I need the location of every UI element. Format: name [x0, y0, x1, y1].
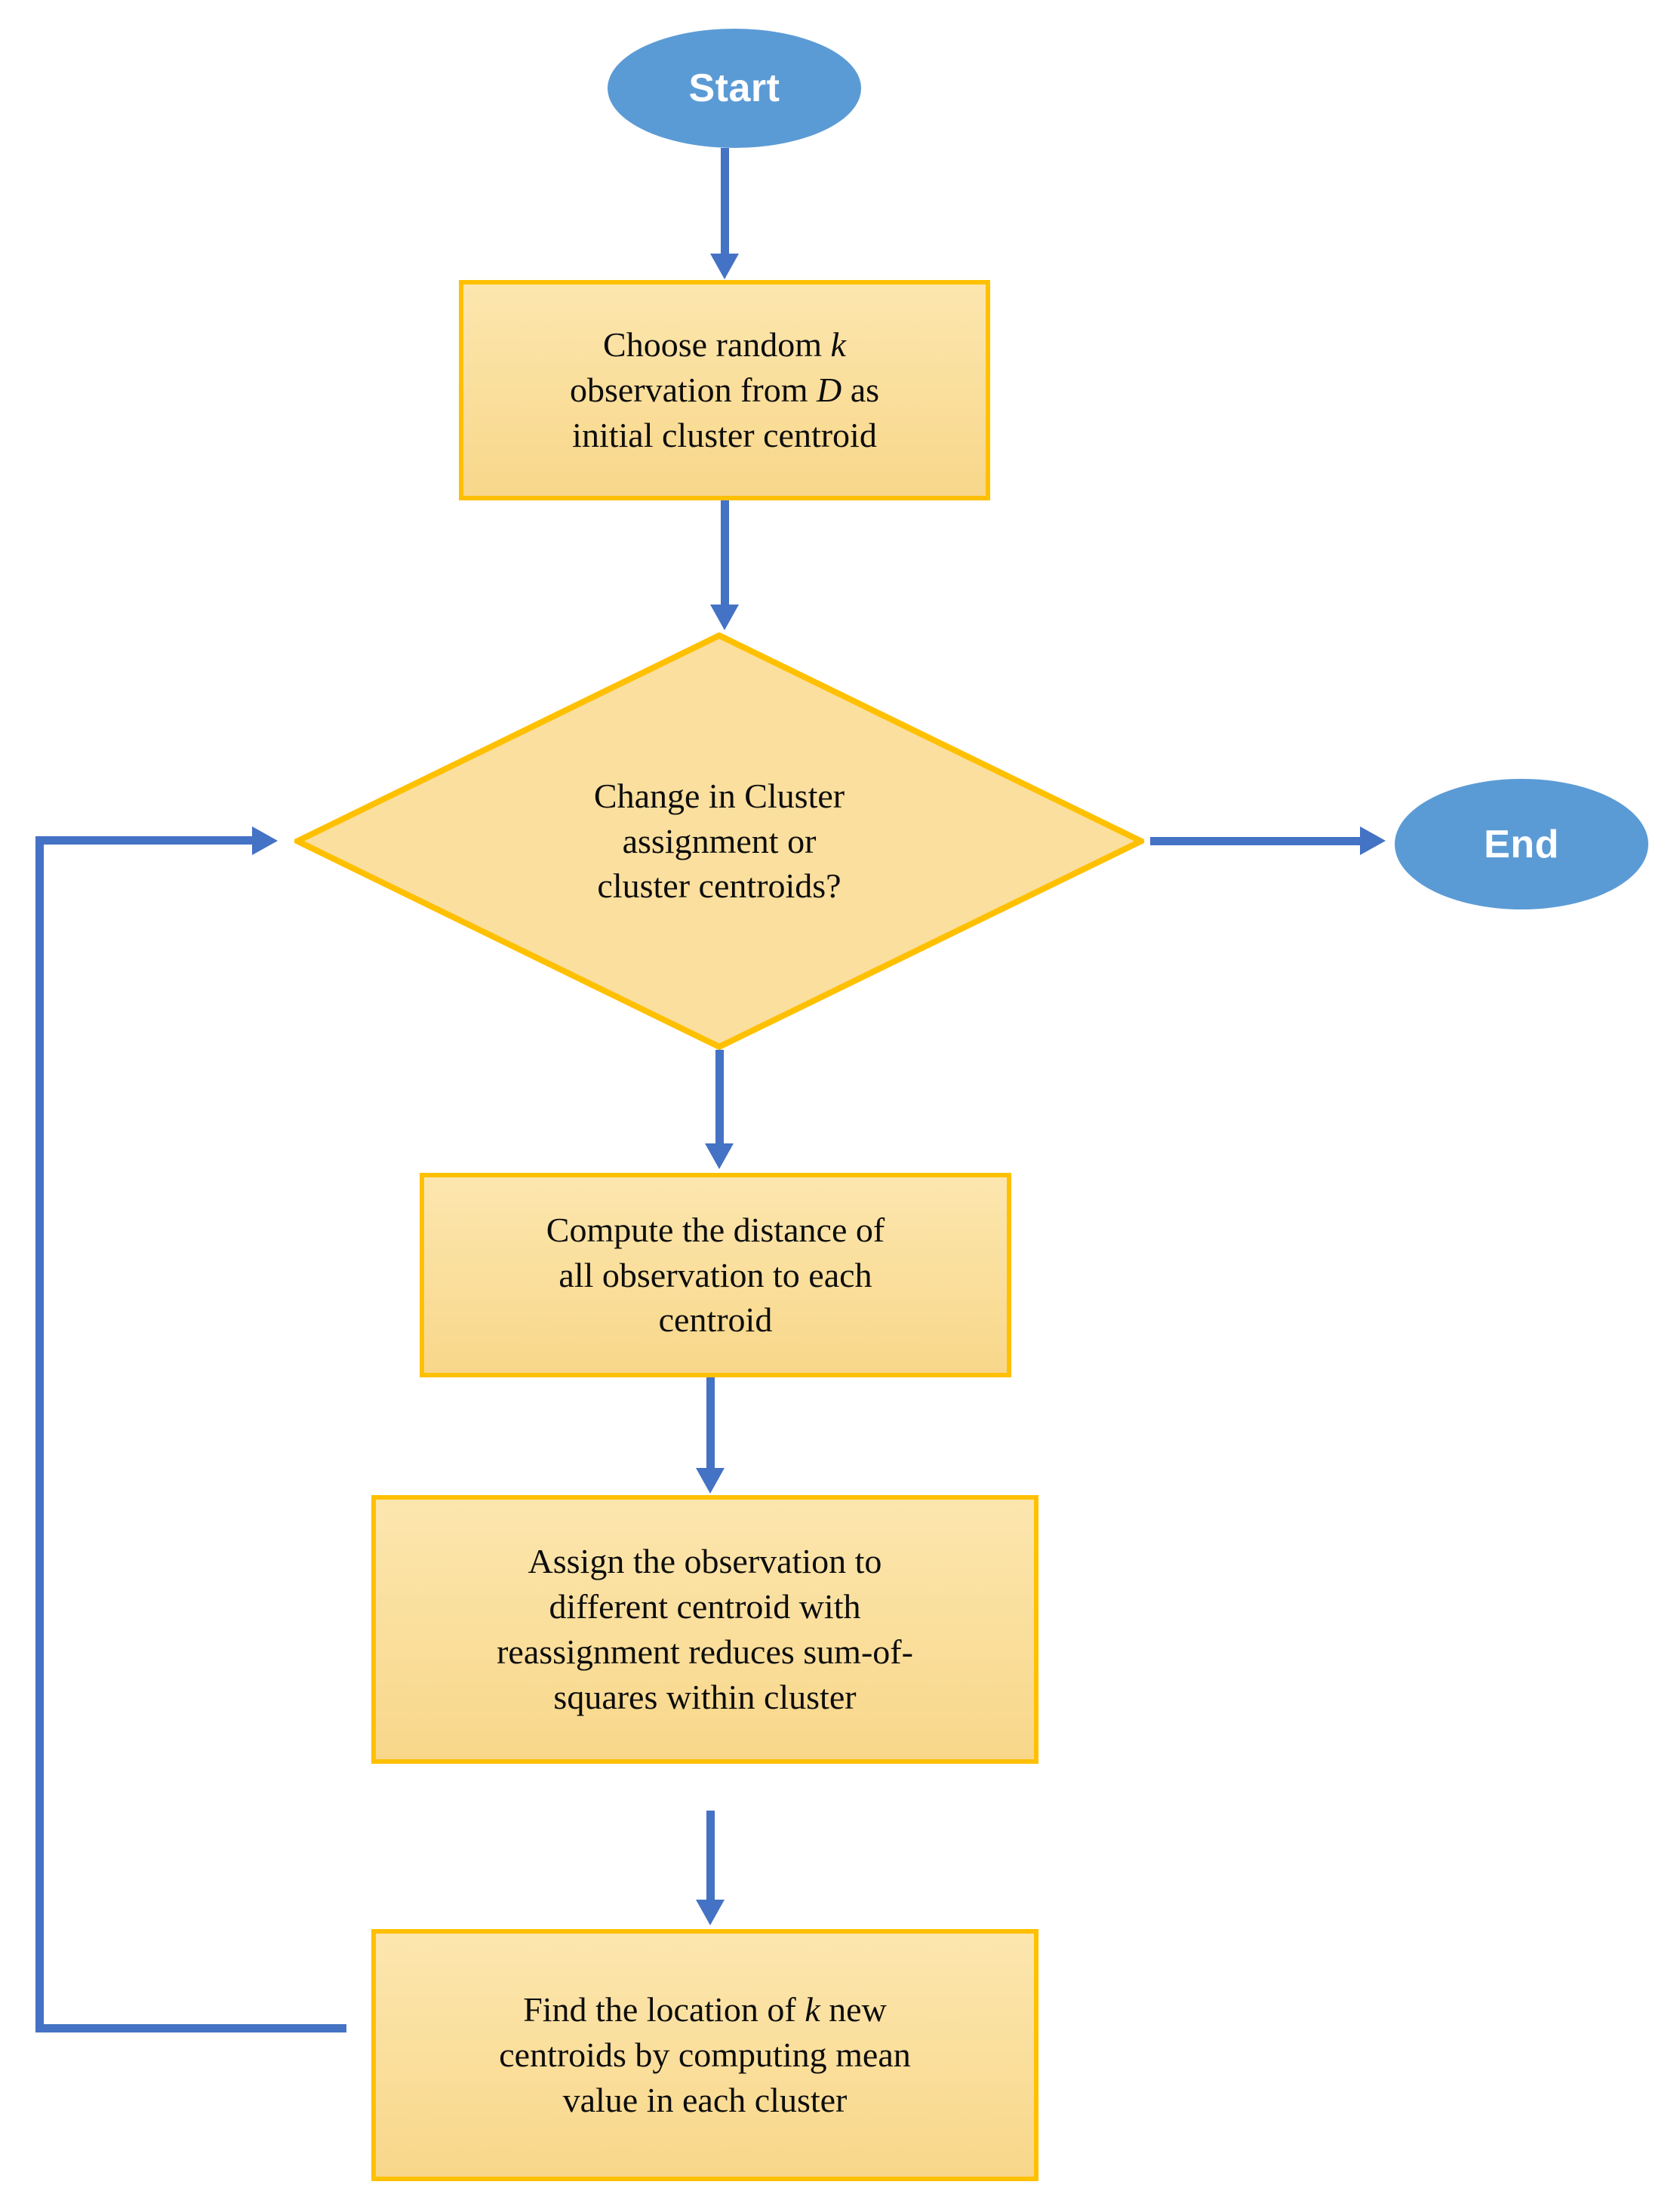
node-start[interactable]: Start [608, 29, 861, 148]
node-end-label: End [1484, 822, 1559, 866]
node-decision-label: Change in Cluster assignment or cluster … [593, 776, 845, 906]
edge-assign-to-update-line [706, 1811, 715, 1901]
node-update-centroids[interactable]: Find the location of k new centroids by … [371, 1929, 1038, 2181]
node-update-centroids-label: Find the location of k new centroids by … [499, 1990, 911, 2119]
node-decision-change-in-cluster[interactable]: Change in Cluster assignment or cluster … [294, 632, 1144, 1050]
edge-init-to-decision-line [721, 500, 729, 606]
edge-loop-arrowhead [252, 826, 278, 855]
edge-init-to-decision-arrowhead [710, 605, 739, 630]
node-start-label: Start [688, 66, 780, 110]
edge-decision-to-end-line [1150, 837, 1362, 845]
node-init-centroids[interactable]: Choose random k observation from D as in… [459, 280, 990, 500]
node-compute-distance[interactable]: Compute the distance of all observation … [420, 1173, 1011, 1377]
edge-compute-to-assign-line [706, 1377, 715, 1469]
node-assign-observation-label: Assign the observation to different cent… [497, 1542, 913, 1716]
edge-loop-top-segment [35, 836, 254, 845]
edge-loop-left-segment [35, 836, 44, 2032]
edge-assign-to-update-arrowhead [696, 1900, 725, 1925]
node-end[interactable]: End [1395, 779, 1648, 909]
edge-start-to-init-arrowhead [710, 254, 739, 279]
edge-decision-to-end-arrowhead [1360, 826, 1386, 855]
node-init-centroids-label: Choose random k observation from D as in… [569, 325, 880, 454]
edge-compute-to-assign-arrowhead [696, 1468, 725, 1494]
edge-loop-bottom-segment [35, 2024, 346, 2032]
edge-start-to-init-line [721, 148, 729, 255]
diamond-shape-icon [294, 632, 1144, 1050]
node-assign-observation[interactable]: Assign the observation to different cent… [371, 1495, 1038, 1764]
node-compute-distance-label: Compute the distance of all observation … [546, 1210, 885, 1340]
edge-decision-to-compute-line [715, 1050, 724, 1145]
edge-decision-to-compute-arrowhead [705, 1143, 734, 1169]
